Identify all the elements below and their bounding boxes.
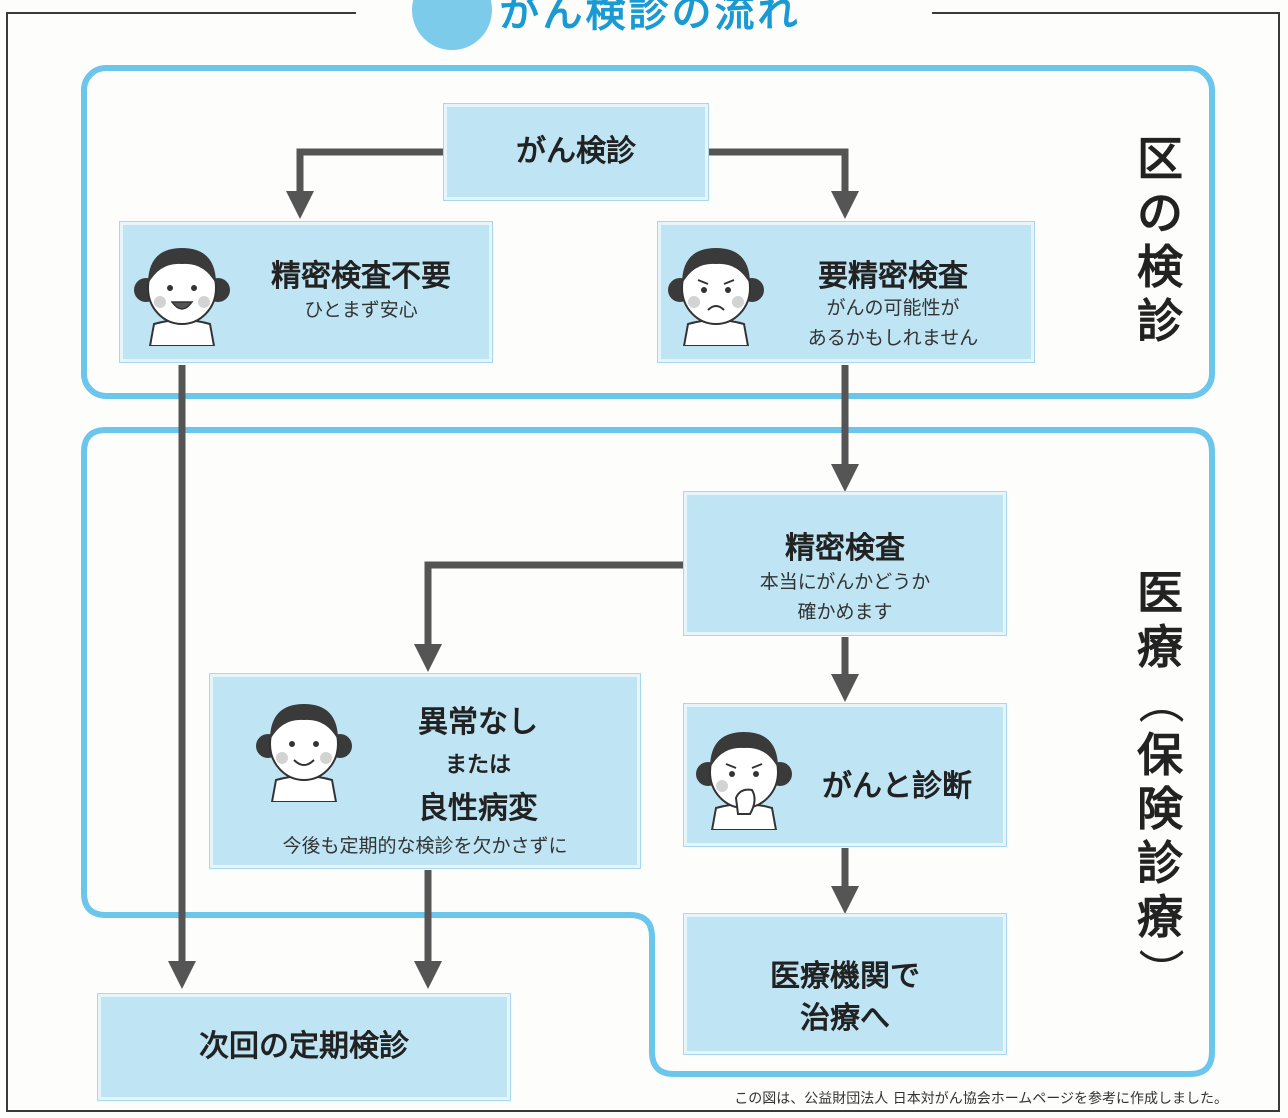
node-detailed-exam-sub2: 確かめます <box>797 601 893 623</box>
section-label-medical-care: 医療（保険診療） <box>1133 566 1187 994</box>
node-normal-line3: 良性病変 <box>418 791 538 826</box>
node-normal-line1: 異常なし <box>418 705 538 740</box>
section-label-ward-screening: 区の検診 <box>1137 132 1183 348</box>
node-no-exam-needed-sub: ひとまず安心 <box>304 299 418 321</box>
node-normal-sub: 今後も定期的な検診を欠かさずに <box>282 835 568 857</box>
smiling-woman-icon-2 <box>256 704 352 802</box>
node-no-exam-needed-label: 精密検査不要 <box>271 259 451 294</box>
ward-screening-region <box>81 65 1215 399</box>
diagram-title: がん検診の流れ <box>499 0 801 36</box>
arrow-screening-to-no-exam <box>286 148 444 219</box>
node-screening-label: がん検診 <box>516 134 636 169</box>
node-treatment: 医療機関で 治療へ <box>684 914 1006 1054</box>
node-detailed-exam-sub1: 本当にがんかどうか <box>759 571 931 593</box>
smiling-woman-icon <box>134 248 230 346</box>
arrow-detailed-to-normal <box>414 561 684 672</box>
footnote: この図は、公益財団法人 日本対がん協会ホームページを参考に作成しました。 <box>734 1091 1228 1107</box>
node-screening: がん検診 <box>444 104 708 200</box>
node-exam-required-sub2: あるかもしれません <box>807 327 979 349</box>
node-next-screening-label: 次回の定期検診 <box>199 1029 409 1064</box>
node-next-screening: 次回の定期検診 <box>98 994 510 1100</box>
node-detailed-exam-label: 精密検査 <box>785 531 905 566</box>
node-exam-required-label: 要精密検査 <box>818 259 968 294</box>
node-cancer-diagnosis-label: がんと診断 <box>822 769 972 804</box>
node-detailed-exam: 精密検査 本当にがんかどうか 確かめます <box>684 492 1006 635</box>
node-exam-required-sub1: がんの可能性が <box>826 297 960 319</box>
node-treatment-line2: 治療へ <box>800 1001 890 1036</box>
node-normal-line2: または <box>444 753 511 778</box>
node-treatment-line1: 医療機関で <box>770 959 920 994</box>
troubled-woman-icon <box>696 732 792 830</box>
medical-care-region <box>81 427 1215 1077</box>
arrow-screening-to-exam-required <box>708 148 859 219</box>
worried-woman-icon <box>668 248 764 346</box>
